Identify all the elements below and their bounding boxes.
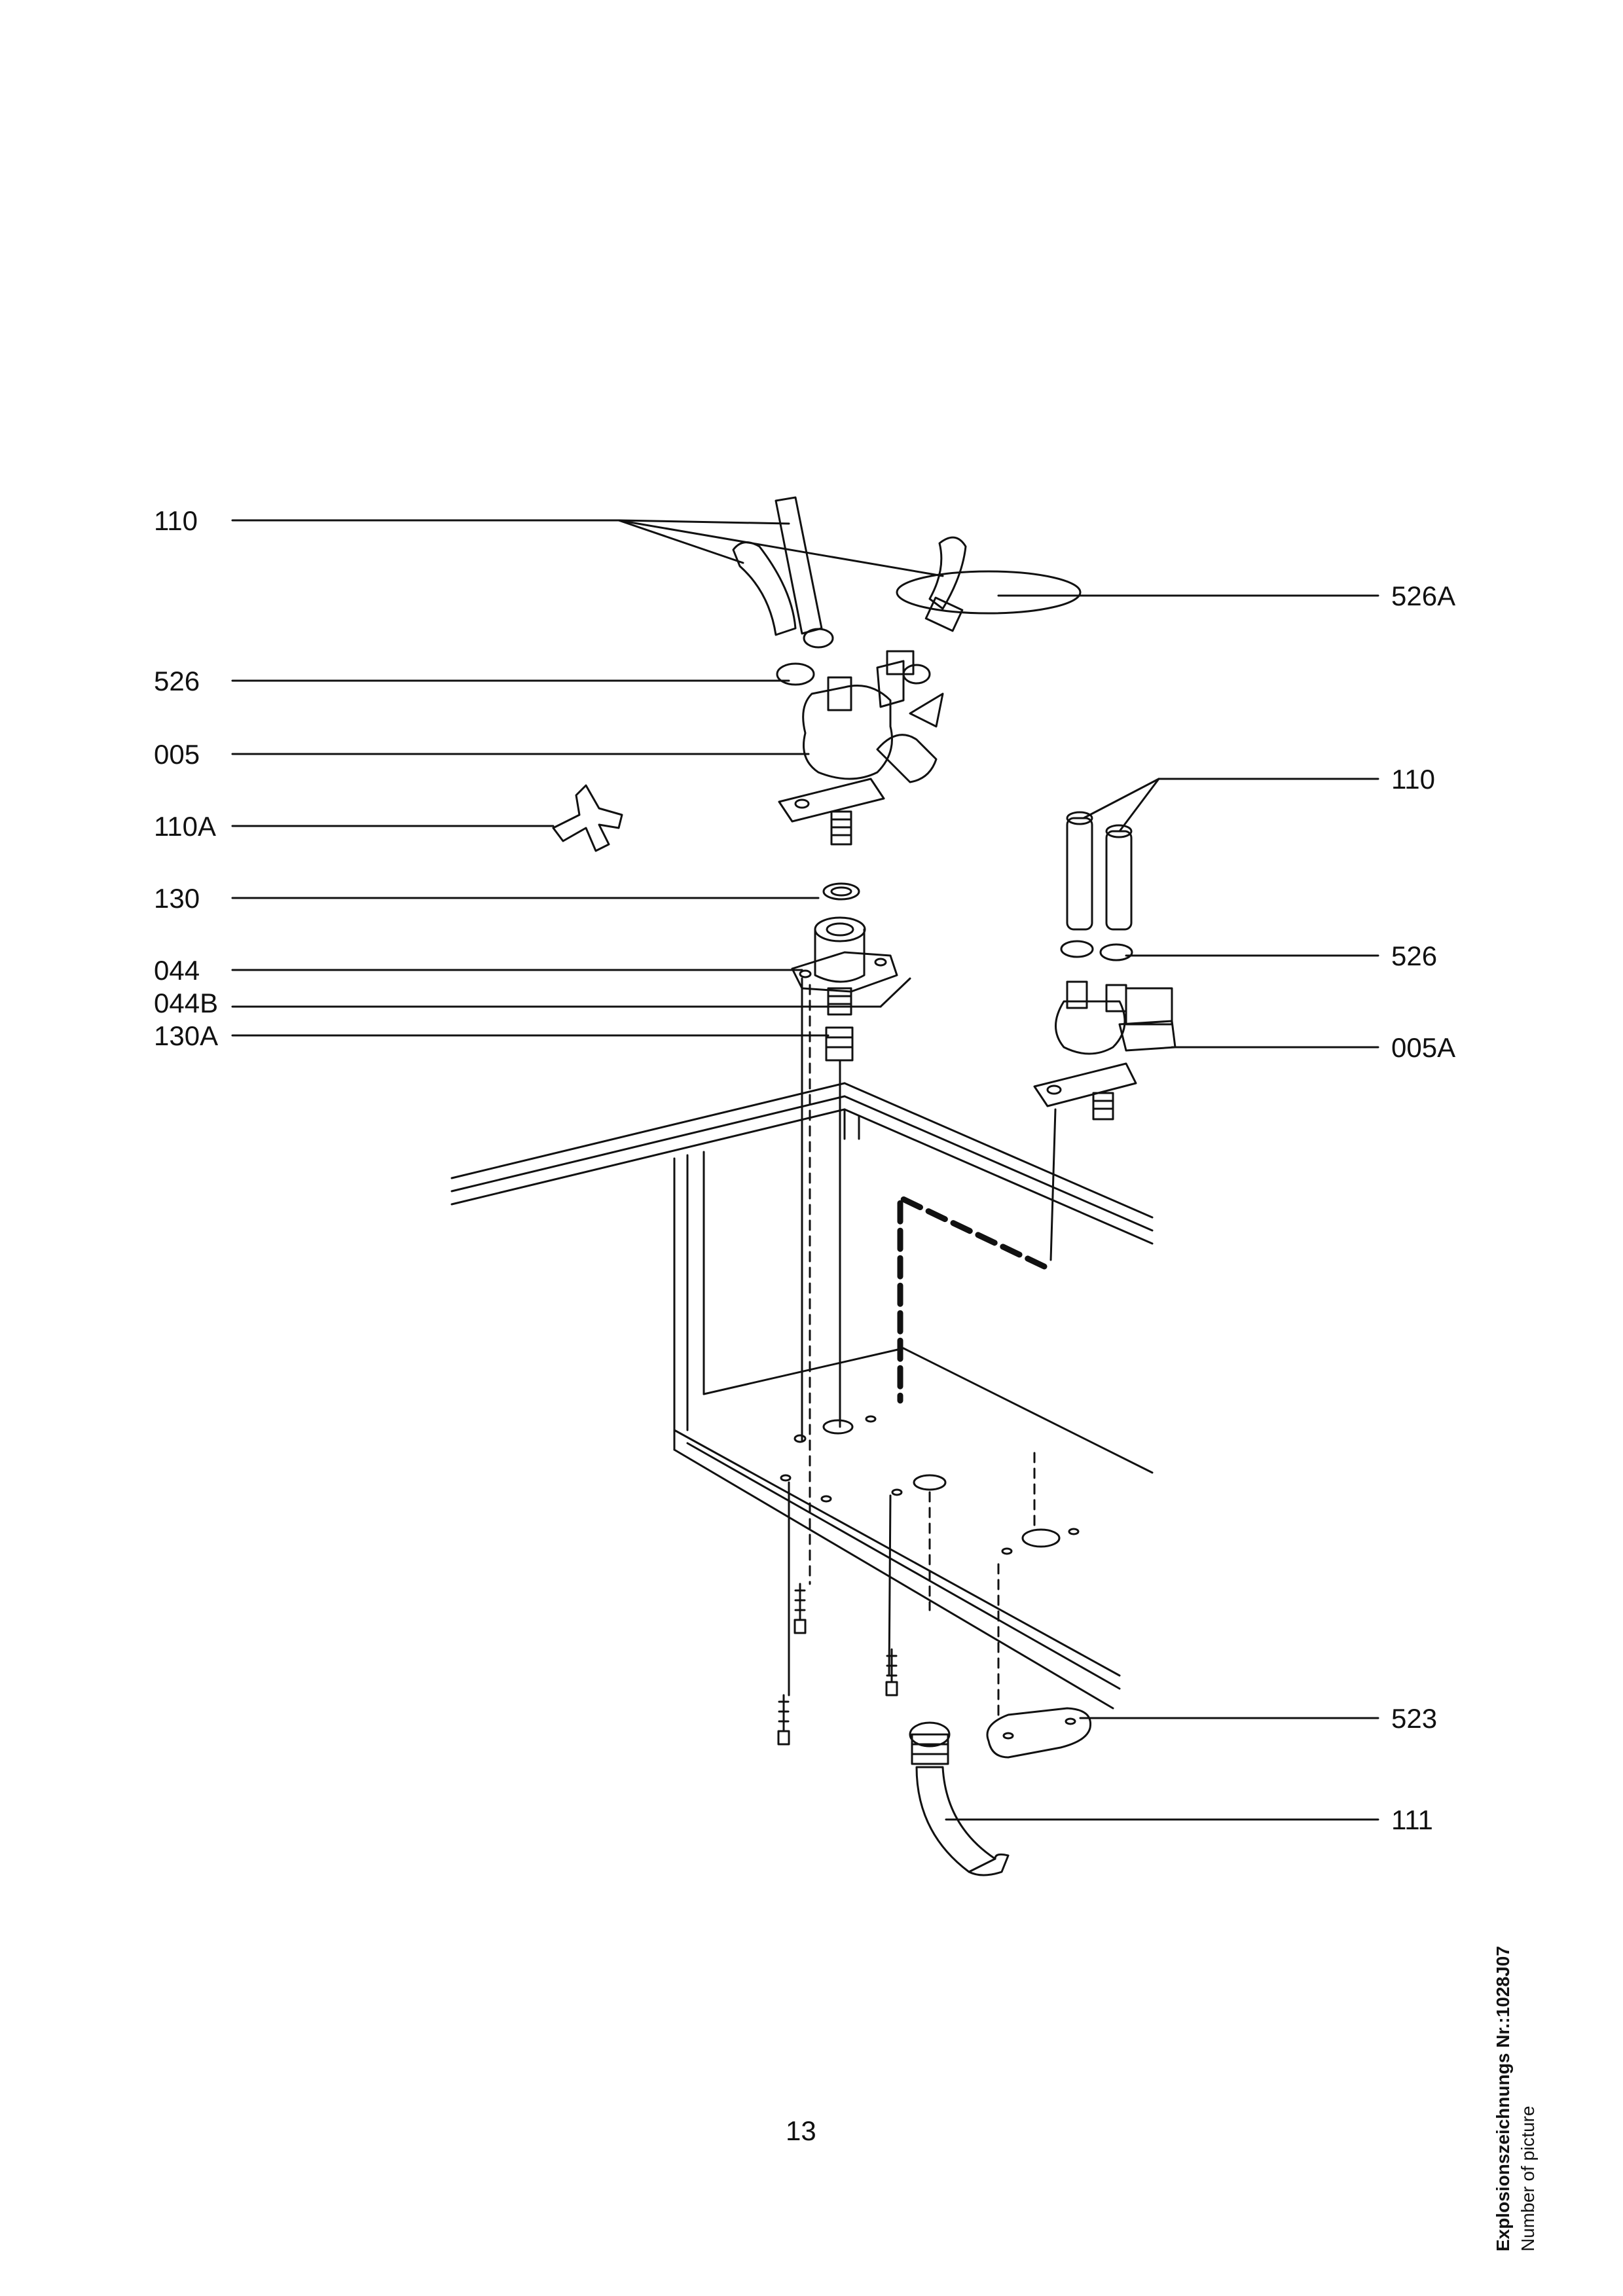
picture-number-caption-line: Number of picture — [1518, 2106, 1538, 2251]
hose-110-right-2 — [1105, 830, 1133, 931]
callout-526A: 526A — [1391, 581, 1456, 611]
leader-110-a — [617, 519, 790, 525]
callout-044B: 044B — [154, 988, 219, 1018]
valve-assembly-005A — [1033, 811, 1176, 1261]
callout-526: 526 — [154, 666, 200, 696]
hose-110-1 — [775, 496, 823, 635]
hose-110-3 — [928, 536, 967, 610]
clamp-526-2 — [803, 628, 834, 649]
leader-044B-tail — [879, 977, 911, 1008]
hose-clamp-526A — [896, 570, 1082, 615]
leader-110-right-b — [1118, 778, 1160, 833]
leader-lines-right — [945, 594, 1379, 1821]
flange-044 — [791, 916, 898, 1016]
gasket-130 — [822, 882, 860, 901]
valve-assembly-005 — [732, 496, 1082, 846]
valve-body-005 — [802, 685, 893, 780]
cabinet-housing — [450, 1082, 1154, 1716]
callout-130: 130 — [154, 883, 200, 914]
callout-044: 044 — [154, 955, 200, 986]
callout-005: 005 — [154, 739, 200, 770]
leader-110-c — [617, 519, 944, 577]
callout-005A: 005A — [1391, 1032, 1456, 1063]
screws — [777, 1583, 898, 1746]
clamp-526-right-2 — [1099, 943, 1133, 961]
valve-mount-plate-005 — [778, 778, 885, 823]
callout-110: 110 — [154, 505, 198, 536]
hose-110-2 — [732, 541, 797, 636]
clamp-526-right-1 — [1060, 940, 1094, 958]
callout-110-right: 110 — [1391, 764, 1435, 795]
leader-110-b — [617, 519, 744, 564]
callout-111: 111 — [1391, 1804, 1433, 1835]
clamp-526-1 — [776, 662, 815, 686]
leader-lines-left — [231, 519, 944, 1037]
callout-130A: 130A — [154, 1020, 219, 1051]
valve-mount-plate-005A — [1033, 1062, 1137, 1107]
cover-plate-523 — [986, 1707, 1092, 1759]
picture-number-caption: Explosionszeichnungs Nr.:1028J07 Number … — [1493, 1826, 1571, 2251]
picture-number-line: Explosionszeichnungs Nr.:1028J07 — [1493, 1946, 1513, 2251]
callout-110A: 110A — [154, 811, 216, 842]
hose-111 — [909, 1721, 1010, 1876]
y-piece-110A — [552, 784, 623, 852]
hose-110-right-1 — [1066, 817, 1093, 931]
nut-130A — [825, 1026, 854, 1062]
callout-523: 523 — [1391, 1703, 1438, 1734]
page-number: 13 — [786, 2115, 816, 2146]
leader-110-right-a — [1082, 778, 1160, 819]
callout-526-right: 526 — [1391, 941, 1438, 971]
